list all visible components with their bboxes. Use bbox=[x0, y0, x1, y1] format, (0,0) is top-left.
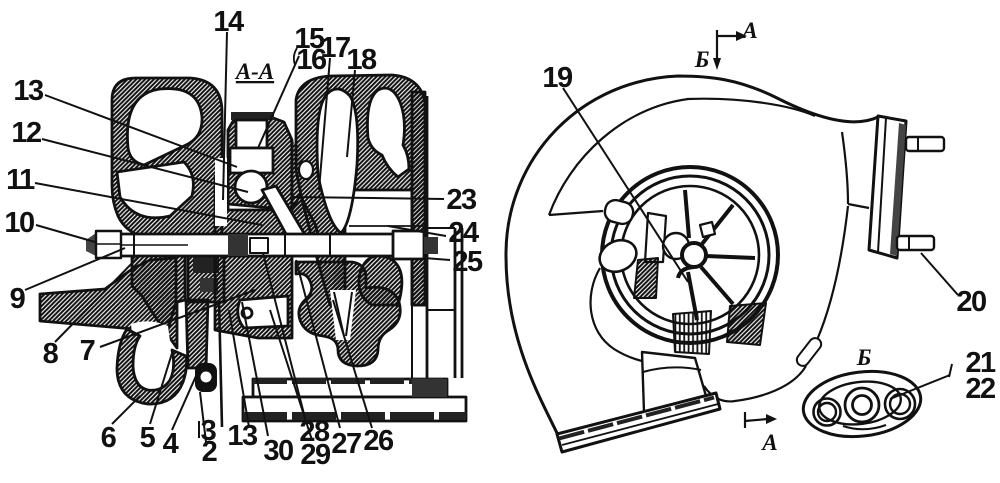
svg-text:12: 12 bbox=[11, 117, 41, 149]
svg-text:21: 21 bbox=[965, 347, 996, 379]
svg-text:5: 5 bbox=[140, 422, 156, 454]
svg-text:А: А bbox=[760, 430, 777, 455]
svg-text:10: 10 bbox=[4, 207, 34, 239]
svg-text:23: 23 bbox=[446, 184, 477, 216]
svg-text:А-А: А-А bbox=[234, 59, 274, 84]
svg-text:9: 9 bbox=[10, 283, 26, 315]
svg-text:4: 4 bbox=[163, 428, 179, 460]
svg-text:19: 19 bbox=[542, 62, 573, 94]
svg-text:6: 6 bbox=[101, 422, 117, 454]
svg-text:Б: Б bbox=[694, 47, 710, 72]
svg-text:22: 22 bbox=[965, 373, 995, 405]
svg-text:13: 13 bbox=[13, 75, 44, 107]
svg-text:13: 13 bbox=[227, 420, 258, 452]
svg-text:24: 24 bbox=[448, 217, 479, 249]
svg-text:27: 27 bbox=[331, 428, 361, 460]
svg-text:26: 26 bbox=[363, 425, 394, 457]
svg-text:7: 7 bbox=[80, 335, 95, 367]
svg-text:11: 11 bbox=[6, 164, 35, 196]
svg-text:30: 30 bbox=[263, 435, 293, 467]
svg-text:8: 8 bbox=[43, 338, 59, 370]
svg-text:3: 3 bbox=[201, 415, 217, 447]
svg-text:18: 18 bbox=[346, 44, 377, 76]
svg-text:16: 16 bbox=[296, 44, 327, 76]
svg-text:14: 14 bbox=[213, 6, 244, 38]
svg-text:Б: Б bbox=[856, 345, 872, 370]
svg-text:28: 28 bbox=[299, 416, 330, 448]
svg-text:25: 25 bbox=[452, 246, 483, 278]
svg-text:А: А bbox=[740, 18, 757, 43]
svg-text:17: 17 bbox=[320, 32, 350, 64]
svg-text:2: 2 bbox=[202, 436, 217, 468]
svg-text:15: 15 bbox=[294, 23, 325, 55]
svg-text:20: 20 bbox=[956, 286, 986, 318]
svg-text:29: 29 bbox=[300, 439, 331, 471]
